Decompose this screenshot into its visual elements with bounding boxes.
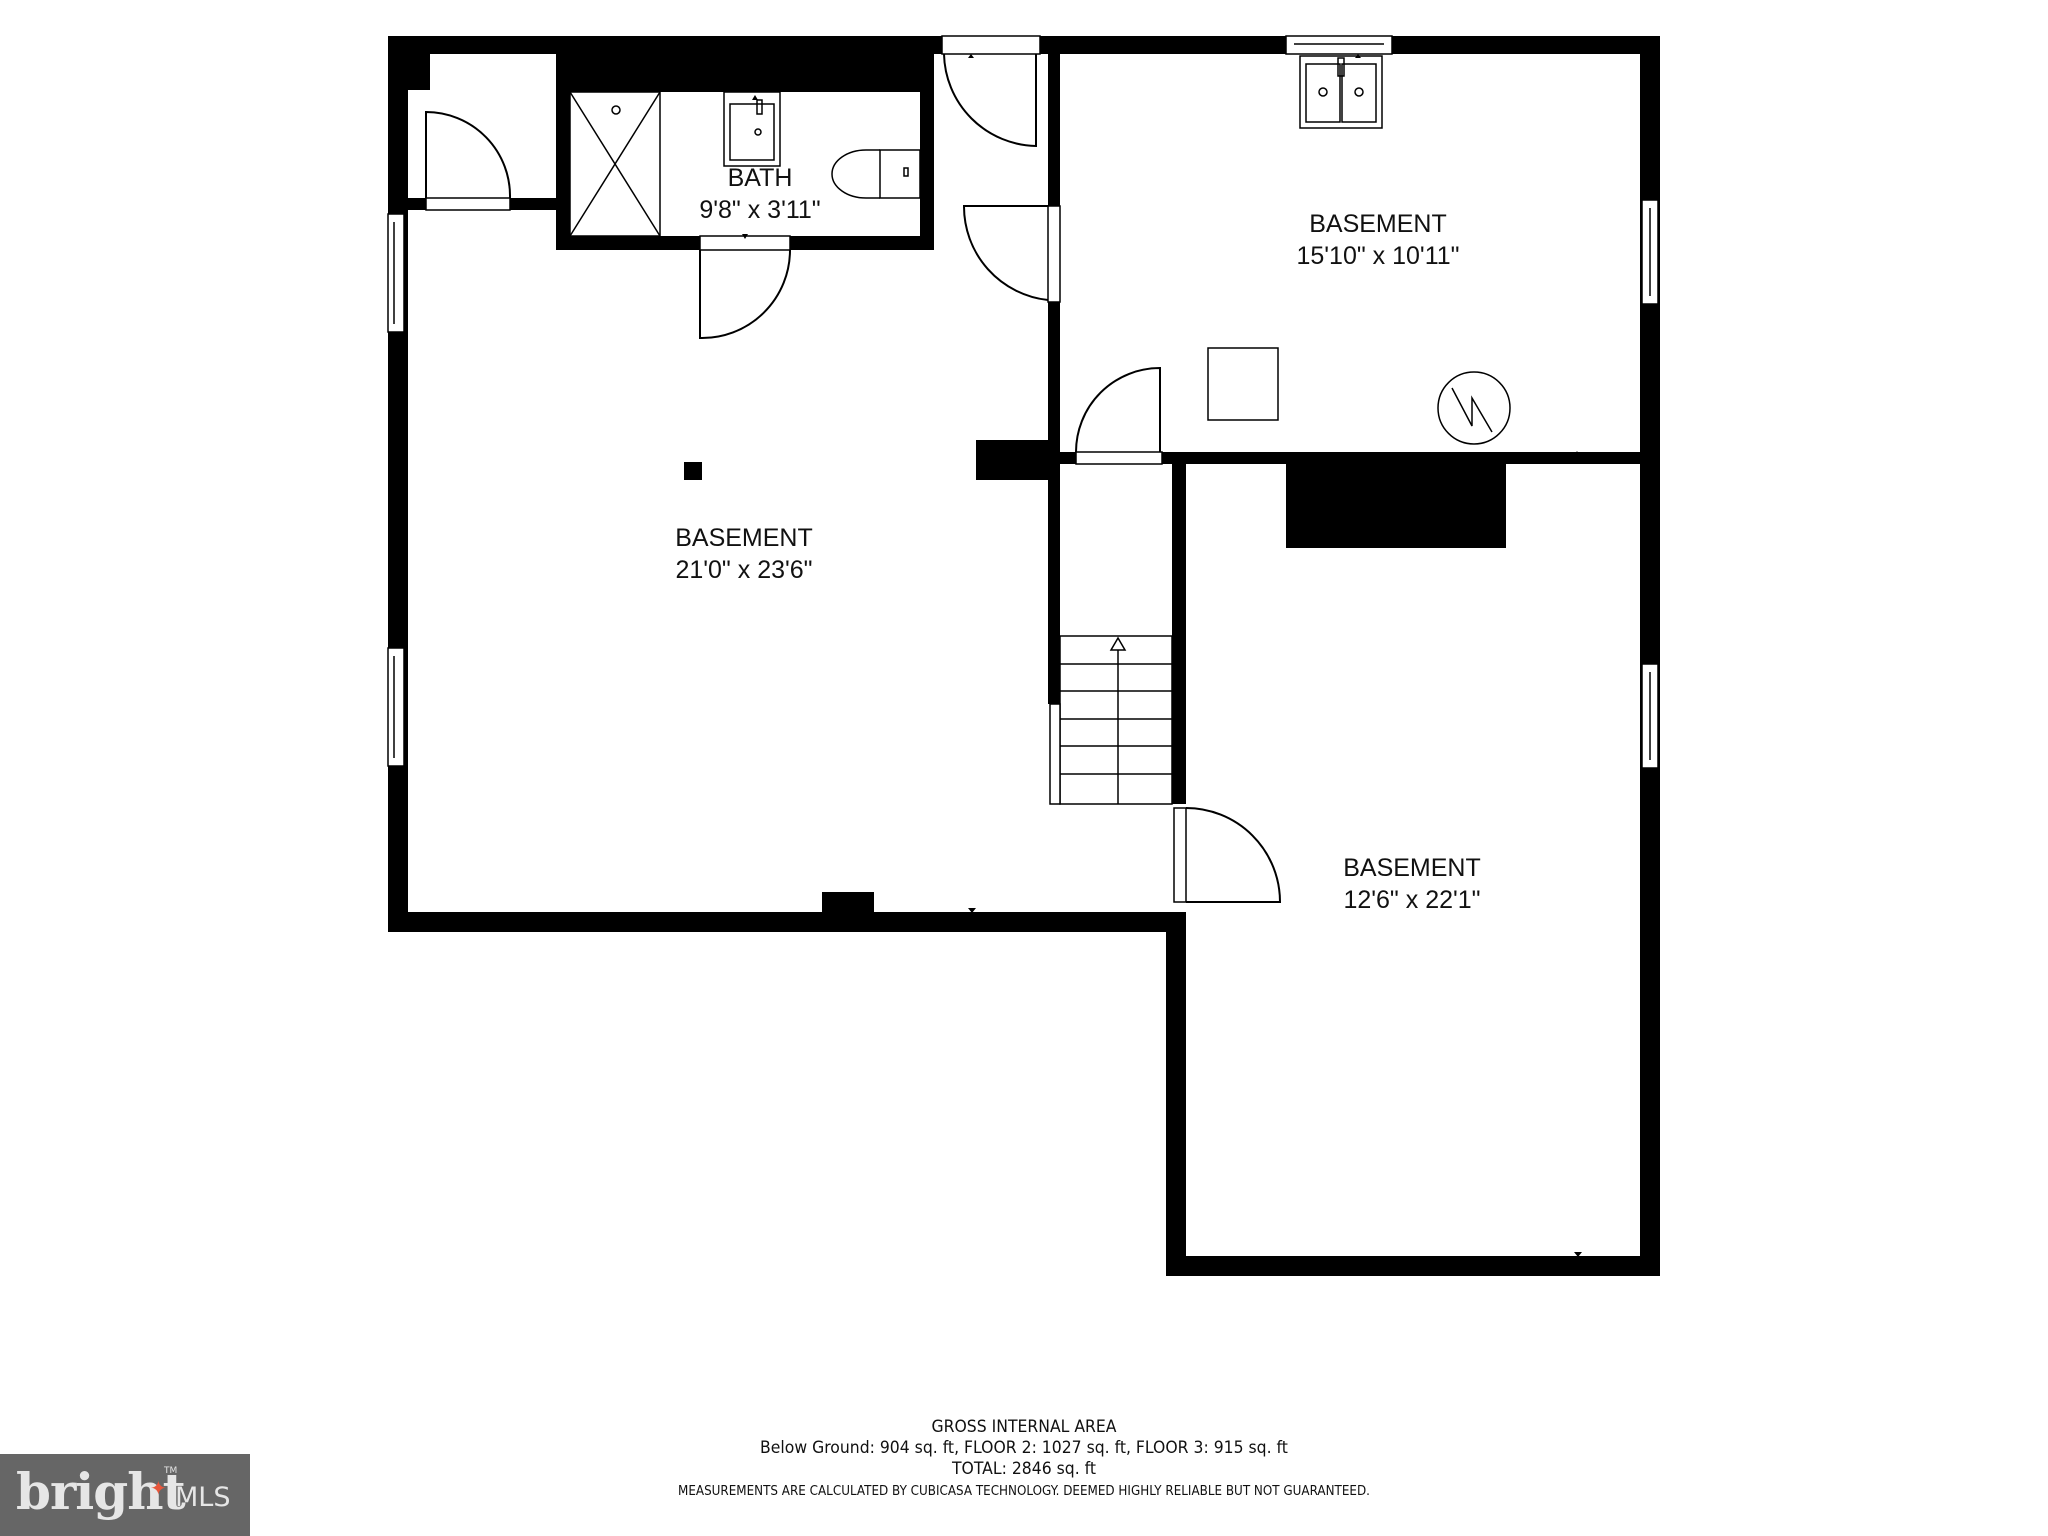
- appliance-box: [1207, 347, 1279, 421]
- room-name-basement-upper-right: BASEMENT: [1309, 210, 1447, 238]
- windows: [387, 35, 1659, 769]
- window: [387, 213, 405, 333]
- area-title: GROSS INTERNAL AREA: [931, 1417, 1117, 1437]
- room-dimensions-basement-lower-right: 12'6" x 22'1": [1343, 886, 1480, 914]
- fixtures: [569, 55, 1511, 445]
- bright-mls-logo: bright ✦ TM MLS: [0, 1454, 250, 1536]
- toilet: [831, 149, 880, 199]
- trademark: TM: [164, 1466, 178, 1476]
- room-name-basement-lower-right: BASEMENT: [1343, 854, 1481, 882]
- bath-sink: [723, 91, 781, 167]
- water-heater-icon: [1437, 371, 1511, 445]
- room-dimensions-bath: 9'8" x 3'11": [699, 196, 820, 224]
- room-name-bath: BATH: [728, 164, 793, 192]
- window: [1285, 35, 1393, 55]
- utility-sink: [1299, 55, 1383, 129]
- logo-suffix: MLS: [175, 1482, 231, 1513]
- room-name-basement-main: BASEMENT: [675, 524, 813, 552]
- stair-arrow-icon: [1109, 636, 1127, 651]
- room-dimensions-basement-main: 21'0" x 23'6": [675, 556, 812, 584]
- room-labels: BATH 9'8" x 3'11" BASEMENT 21'0" x 23'6"…: [675, 164, 1481, 914]
- logo-word: bright: [16, 1462, 186, 1521]
- sparkle-icon: ✦: [150, 1478, 167, 1500]
- disclaimer: MEASUREMENTS ARE CALCULATED BY CUBICASA …: [678, 1484, 1370, 1499]
- shower-head-icon: [611, 105, 621, 115]
- markers: [742, 54, 1582, 1257]
- area-total: TOTAL: 2846 sq. ft: [951, 1459, 1097, 1479]
- window: [387, 647, 405, 767]
- area-breakdown: Below Ground: 904 sq. ft, FLOOR 2: 1027 …: [760, 1438, 1288, 1458]
- stairs: [1049, 635, 1173, 805]
- room-dimensions-basement-upper-right: 15'10" x 10'11": [1296, 242, 1459, 270]
